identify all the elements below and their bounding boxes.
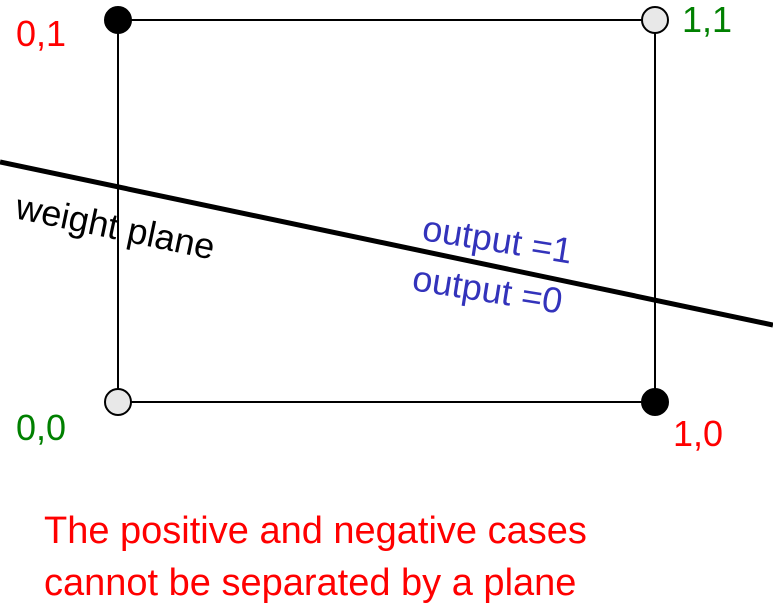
point-0-1-filled	[104, 6, 132, 34]
weight-plane-line	[0, 159, 773, 328]
point-1-1-hollow	[641, 6, 669, 34]
point-1-0-filled	[641, 388, 669, 416]
weight-plane-label: weight plane	[11, 186, 218, 268]
label-0-0: 0,0	[16, 407, 66, 448]
point-0-0-hollow	[104, 388, 132, 416]
caption-line-2: cannot be separated by a plane	[44, 562, 576, 604]
caption-line-1: The positive and negative cases	[44, 510, 587, 552]
label-1-0: 1,0	[673, 413, 723, 454]
label-1-1: 1,1	[682, 0, 732, 40]
input-space-square	[117, 19, 656, 403]
label-0-1: 0,1	[16, 13, 66, 54]
